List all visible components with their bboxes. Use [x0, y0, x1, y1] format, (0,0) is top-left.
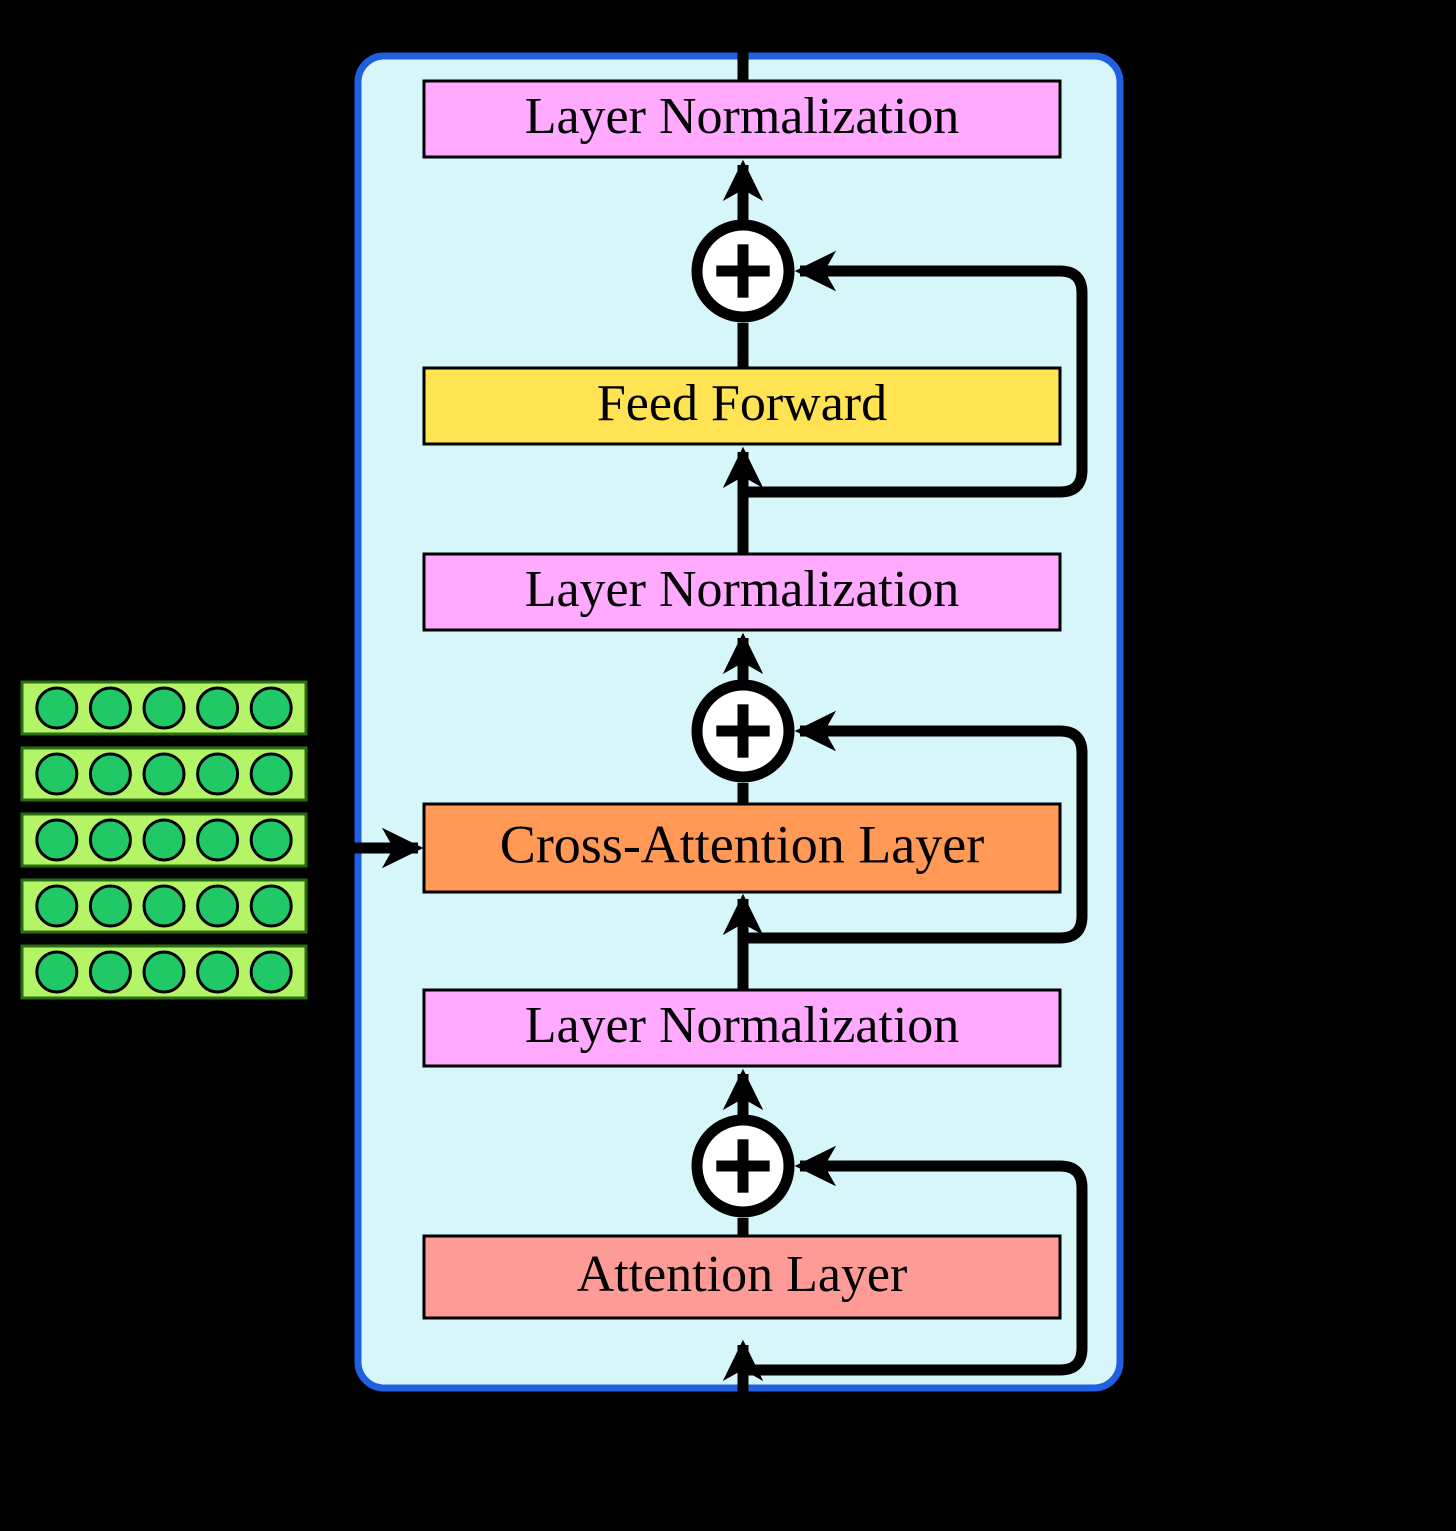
adder-layer: + + + — [691, 219, 795, 1218]
block-rect-cross-attention[interactable] — [422, 802, 1062, 894]
token-dot — [142, 818, 186, 862]
token-dot — [88, 950, 132, 994]
block-label-layernorm-bottom: Layer Normalization — [525, 997, 960, 1054]
token-row — [20, 812, 308, 868]
residual-self-attention — [743, 1145, 1088, 1376]
plus-icon-vertical — [737, 244, 749, 298]
block-label-layernorm-middle: Layer Normalization — [525, 561, 960, 618]
adder-selfattention: + — [691, 1114, 795, 1218]
residual-feed-forward — [743, 250, 1088, 498]
token-dot — [88, 752, 132, 796]
conditioning-token-rows — [20, 680, 308, 1000]
adder-symbol: + — [743, 270, 744, 272]
token-dot — [249, 686, 293, 730]
token-row — [20, 746, 308, 802]
block-feed-forward[interactable]: Feed Forward — [422, 366, 1062, 446]
plus-icon-vertical — [737, 1139, 749, 1193]
token-dot — [142, 884, 186, 928]
block-rect-layernorm-middle[interactable] — [422, 552, 1062, 632]
block-layernorm-middle[interactable]: Layer Normalization — [422, 552, 1062, 632]
block-layernorm-top[interactable]: Layer Normalization — [422, 79, 1062, 159]
token-dot — [196, 818, 240, 862]
adder-symbol: + — [743, 1165, 744, 1167]
block-rect-layernorm-top[interactable] — [422, 79, 1062, 159]
adder-symbol: + — [743, 730, 744, 732]
token-dot — [35, 950, 79, 994]
adder-crossattention: + — [691, 679, 795, 783]
token-row — [20, 878, 308, 934]
token-dot — [249, 752, 293, 796]
token-dot — [88, 818, 132, 862]
token-dot — [249, 818, 293, 862]
token-dot — [35, 884, 79, 928]
token-dot — [88, 686, 132, 730]
token-dot — [142, 950, 186, 994]
token-dot — [142, 752, 186, 796]
block-cross-attention[interactable]: Cross-Attention Layer — [422, 802, 1062, 894]
token-dot — [249, 884, 293, 928]
block-rect-attention[interactable] — [422, 1234, 1062, 1320]
token-dot — [196, 884, 240, 928]
token-dot — [196, 950, 240, 994]
token-dot — [35, 752, 79, 796]
adder-feedforward: + — [691, 219, 795, 323]
token-dot — [88, 884, 132, 928]
token-row — [20, 680, 308, 736]
block-rect-feed-forward[interactable] — [422, 366, 1062, 446]
token-dot — [196, 686, 240, 730]
token-dot — [249, 950, 293, 994]
token-dot — [196, 752, 240, 796]
residual-cross-attention — [743, 710, 1088, 944]
block-rect-layernorm-bottom[interactable] — [422, 988, 1062, 1068]
block-attention[interactable]: Attention Layer — [422, 1234, 1062, 1320]
token-dot — [35, 818, 79, 862]
token-dot — [35, 686, 79, 730]
token-dot — [142, 686, 186, 730]
connector-lines — [352, 20, 1088, 1531]
block-label-attention: Attention Layer — [577, 1246, 908, 1303]
token-row — [20, 944, 308, 1000]
block-label-layernorm-top: Layer Normalization — [525, 88, 960, 145]
block-label-cross-attention: Cross-Attention Layer — [500, 814, 984, 874]
block-layernorm-bottom[interactable]: Layer Normalization — [422, 988, 1062, 1068]
plus-icon-vertical — [737, 704, 749, 758]
block-label-feed-forward: Feed Forward — [597, 375, 887, 432]
